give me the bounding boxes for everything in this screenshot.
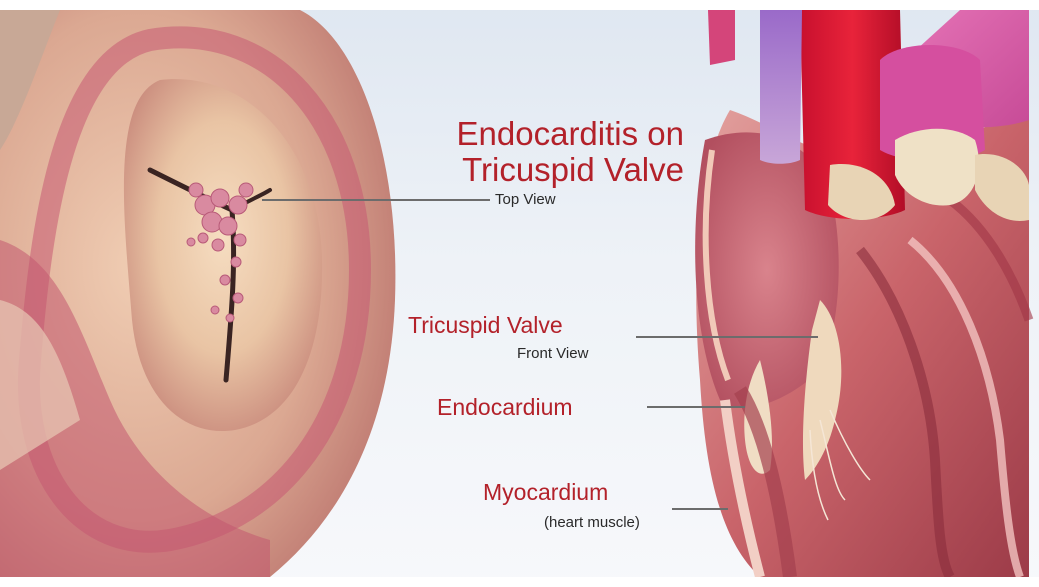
tricuspid-valve-leader-line [636,336,818,338]
myocardium-leader-line [672,508,728,510]
heart-muscle-label: (heart muscle) [544,515,640,530]
title-line-1: Endocarditis on [402,116,684,152]
frame-top-border [0,0,1039,10]
diagram-title: Endocarditis on Tricuspid Valve [402,116,684,187]
title-line-2: Tricuspid Valve [402,152,684,188]
myocardium-label: Myocardium [483,481,608,504]
top-view-leader-line [262,199,490,201]
heart-front-view-drawing [695,10,1029,577]
frame-bottom-border [0,577,1039,587]
endocardium-label: Endocardium [437,396,573,419]
endocardium-leader-line [647,406,745,408]
top-view-label: Top View [495,192,556,207]
valve-top-view-drawing [0,10,395,577]
tricuspid-valve-label: Tricuspid Valve [408,314,563,337]
front-view-label: Front View [517,346,588,361]
